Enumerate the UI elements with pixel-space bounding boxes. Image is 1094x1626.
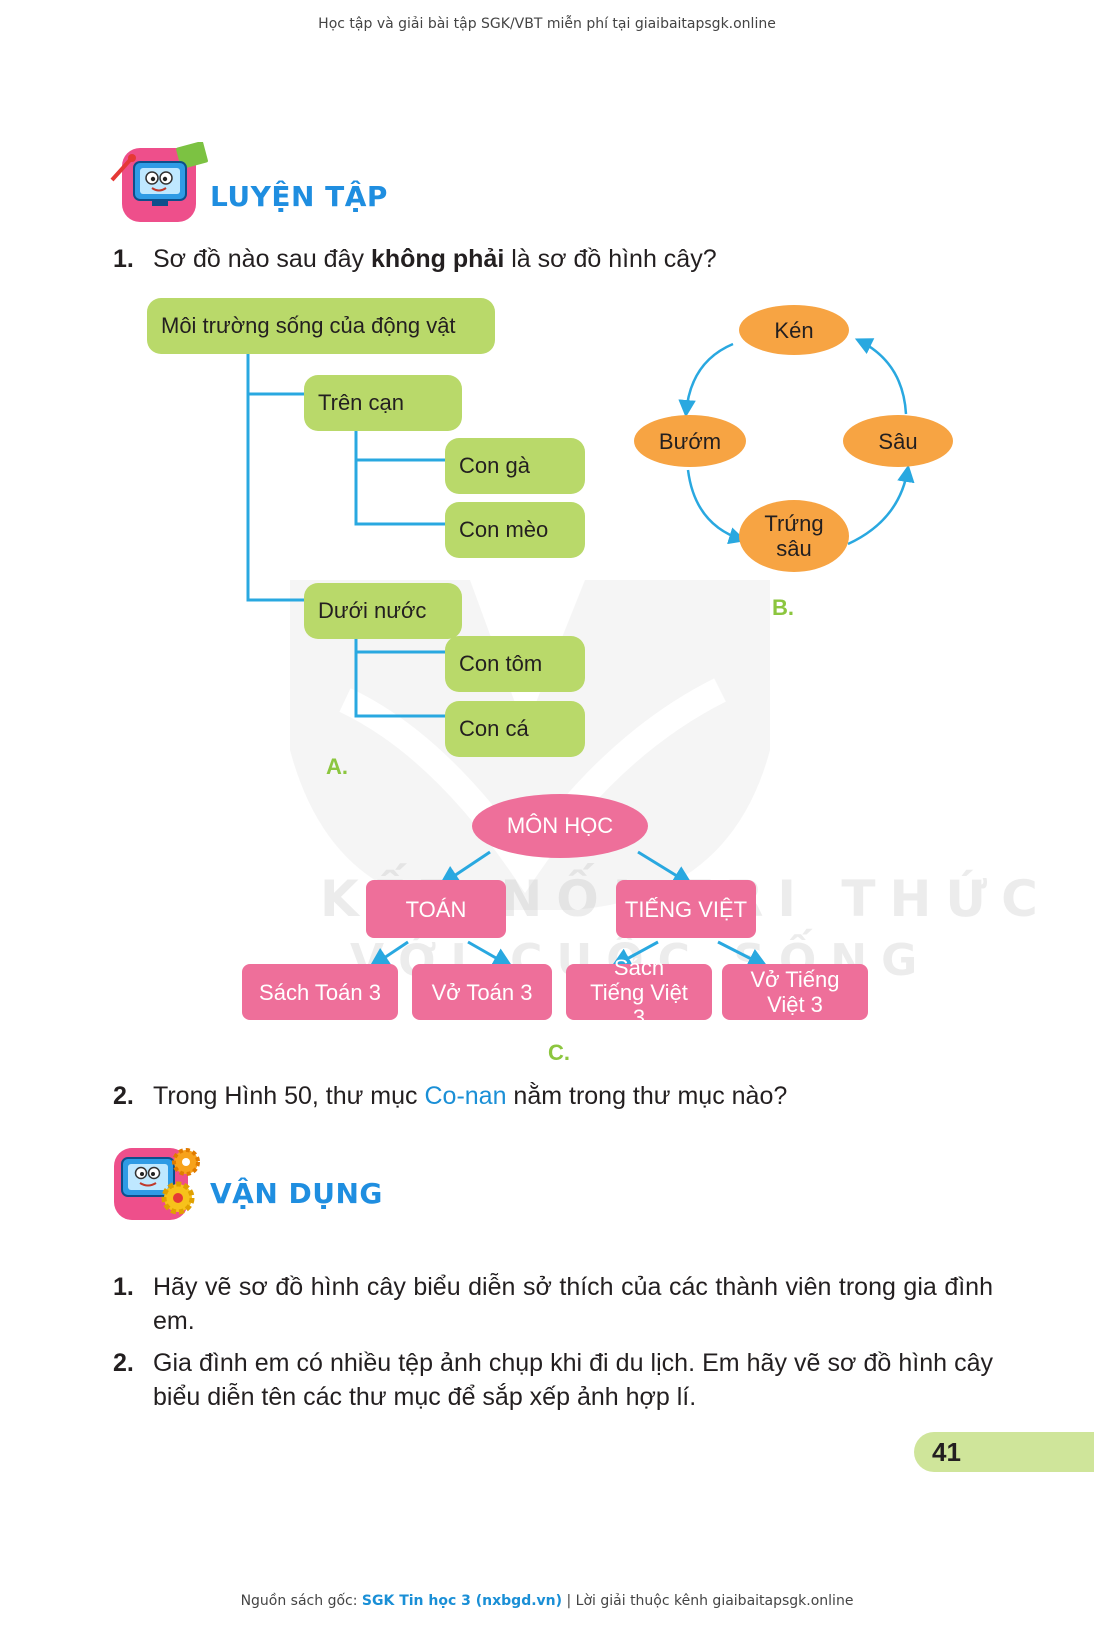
diagram-c-label: C. [548, 1040, 570, 1065]
tree-a-group-land: Trên cạn [304, 375, 462, 431]
question-text: Sơ đồ nào sau đây không phải là sơ đồ hì… [153, 242, 717, 276]
mindmap-c-leaf-vietnamese-notebook: Vở Tiếng Việt 3 [722, 964, 868, 1020]
tree-a-root: Môi trường sống của động vật [147, 298, 495, 354]
footer-pre: Nguồn sách gốc: [240, 1593, 362, 1609]
header-note: Học tập và giải bài tập SGK/VBT miễn phí… [318, 16, 776, 32]
footer-post: | Lời giải thuộc kênh giaibaitapsgk.onli… [562, 1593, 854, 1609]
question-text-post: là sơ đồ hình cây? [504, 245, 717, 273]
luyen-tap-question-1: 1. Sơ đồ nào sau đây không phải là sơ đồ… [113, 242, 1013, 276]
mindmap-c-leaf-math-book: Sách Toán 3 [242, 964, 398, 1020]
footer-source-link[interactable]: SGK Tin học 3 (nxbgd.vn) [361, 1593, 563, 1609]
cycle-b-node-butterfly: Bướm [634, 415, 746, 467]
question-text-bold: không phải [370, 245, 505, 273]
question-text-pre: Sơ đồ nào sau đây [153, 245, 371, 273]
question-text: Gia đình em có nhiều tệp ảnh chụp khi đi… [153, 1349, 993, 1411]
question-number: 1. [113, 245, 134, 273]
cycle-b-arrows [678, 338, 915, 546]
van-dung-question-2: 2. Gia đình em có nhiều tệp ảnh chụp khi… [113, 1346, 993, 1414]
question-number: 2. [113, 1082, 134, 1110]
question-number: 1. [113, 1273, 134, 1301]
luyen-tap-question-2: 2. Trong Hình 50, thư mục Co-nan nằm tro… [113, 1079, 1013, 1113]
diagram-b-label: B. [772, 595, 794, 620]
cycle-b-node-cocoon: Kén [739, 305, 849, 355]
van-dung-title: VẬN DỤNG [210, 1177, 383, 1210]
page-number: 41 [914, 1432, 1094, 1472]
van-dung-mascot-icon [108, 1140, 208, 1224]
diagram-a-label: A. [326, 754, 348, 779]
cycle-b-node-egg: Trứng sâu [739, 500, 849, 572]
question-text-pre: Trong Hình 50, thư mục [153, 1082, 425, 1110]
luyen-tap-mascot-icon [108, 141, 208, 224]
tree-a-item-cat: Con mèo [445, 502, 585, 558]
tree-a-item-shrimp: Con tôm [445, 636, 585, 692]
question-text-post: nằm trong thư mục nào? [506, 1082, 788, 1110]
mindmap-c-branch-vietnamese: TIẾNG VIỆT [616, 880, 756, 938]
mindmap-c-arrows [368, 850, 769, 969]
folder-name-highlight: Co-nan [424, 1082, 507, 1110]
question-text: Trong Hình 50, thư mục Co-nan nằm trong … [153, 1079, 787, 1113]
mindmap-c-leaf-math-notebook: Vở Toán 3 [412, 964, 552, 1020]
cycle-b-node-caterpillar: Sâu [843, 415, 953, 467]
mindmap-c-leaf-vietnamese-book: Sách Tiếng Việt 3 [566, 955, 712, 1030]
question-number: 2. [113, 1349, 134, 1377]
mindmap-c-root: MÔN HỌC [472, 794, 648, 858]
footer-note: Nguồn sách gốc: SGK Tin học 3 (nxbgd.vn)… [0, 1593, 1094, 1609]
diagram-connectors [246, 338, 915, 969]
mindmap-c-branch-math: TOÁN [366, 880, 506, 938]
tree-a-lines [246, 346, 445, 718]
question-text: Hãy vẽ sơ đồ hình cây biểu diễn sở thích… [153, 1273, 993, 1335]
tree-a-group-water: Dưới nước [304, 583, 462, 639]
tree-a-item-chicken: Con gà [445, 438, 585, 494]
luyen-tap-title: LUYỆN TẬP [210, 180, 388, 213]
van-dung-question-1: 1. Hãy vẽ sơ đồ hình cây biểu diễn sở th… [113, 1270, 993, 1338]
tree-a-item-fish: Con cá [445, 701, 585, 757]
